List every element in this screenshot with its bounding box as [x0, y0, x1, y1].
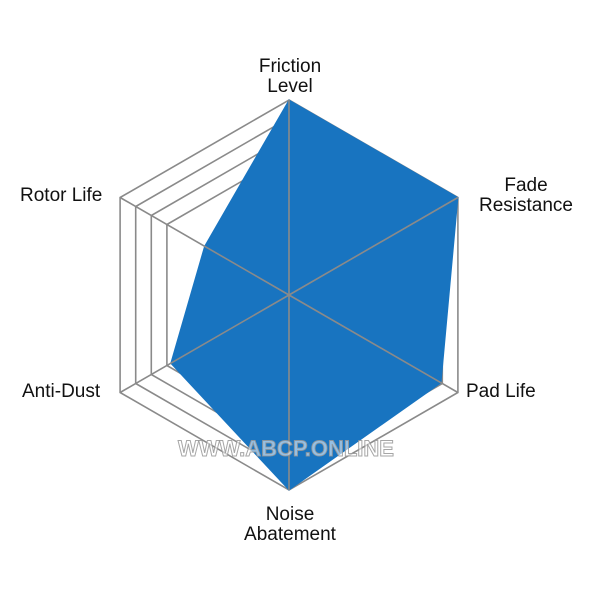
axis-label-noise-abatement: Noise Abatement — [225, 505, 355, 545]
watermark-text: WWW.ABCP.ONLINE — [178, 436, 395, 462]
axis-label-fade-resistance: Fade Resistance — [462, 176, 590, 216]
axis-label-noise-line-1: Noise — [265, 504, 315, 525]
axis-spoke-6 — [119, 196, 290, 296]
axis-label-fade-line-2: Resistance — [479, 195, 573, 216]
axis-spoke-5 — [119, 294, 290, 394]
axis-label-pad-life-line-1: Pad Life — [466, 381, 536, 402]
axis-label-noise-line-2: Abatement — [244, 524, 336, 545]
axis-label-anti-dust-line-1: Anti-Dust — [22, 381, 101, 402]
axis-spoke-2 — [288, 196, 459, 296]
axis-label-pad-life: Pad Life — [466, 382, 536, 402]
axis-label-fade-line-1: Fade — [504, 175, 548, 196]
axis-label-friction-line-2: Level — [267, 76, 313, 97]
axis-spoke-3 — [288, 294, 459, 394]
axis-spokes — [119, 100, 459, 490]
axis-label-rotor-life-line-1: Rotor Life — [20, 185, 103, 206]
axis-label-rotor-life: Rotor Life — [20, 186, 102, 206]
axis-label-friction-level: Friction Level — [240, 57, 340, 97]
axis-label-friction-line-1: Friction — [258, 56, 322, 77]
axis-label-anti-dust: Anti-Dust — [22, 382, 100, 402]
